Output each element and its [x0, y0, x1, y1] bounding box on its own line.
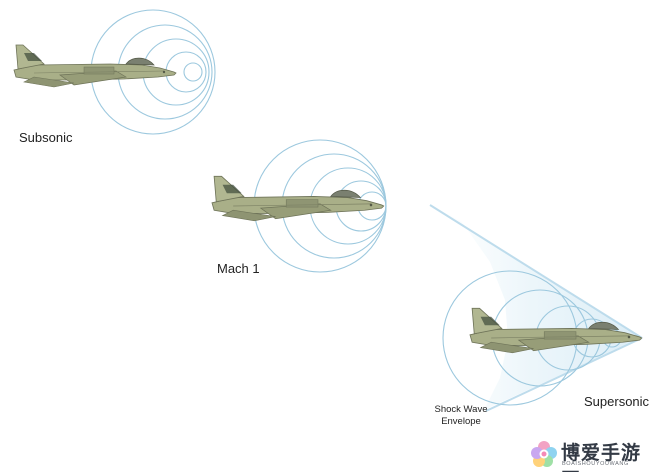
supersonic-label: Supersonic: [584, 394, 650, 409]
shock-cone-edge: [429, 204, 643, 412]
watermark: 博爱手游网 BOAISHOUYOUWANG: [530, 437, 658, 472]
watermark-sub: BOAISHOUYOUWANG: [562, 461, 629, 467]
watermark-logo-icon: [531, 441, 557, 467]
shock-cone-fill: [432, 206, 642, 410]
shock-wave-envelope-label: Shock Wave Envelope: [432, 404, 490, 428]
shock-label-line1: Shock Wave: [434, 404, 488, 415]
mach1-label: Mach 1: [217, 261, 260, 276]
watermark-brand: 博爱手游网: [561, 443, 642, 472]
subsonic-label: Subsonic: [19, 130, 73, 145]
shock-label-line2: Envelope: [441, 416, 481, 427]
aircraft-icon: [211, 175, 385, 222]
